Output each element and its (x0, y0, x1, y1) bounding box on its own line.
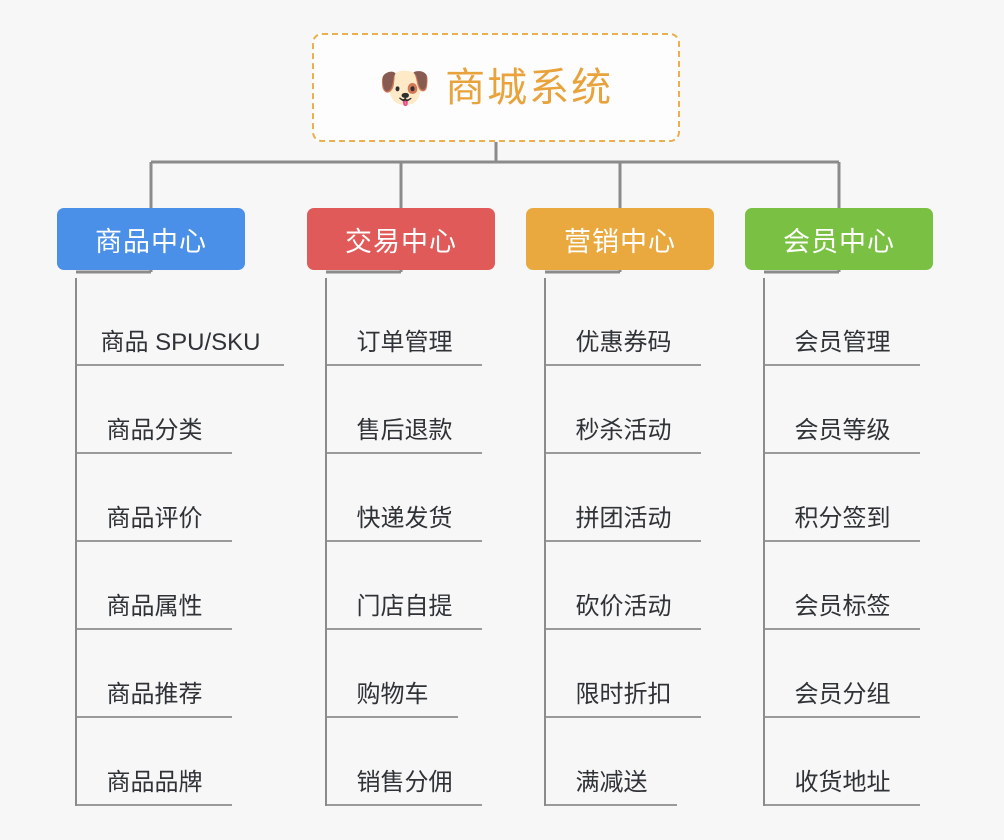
leaf-item[interactable]: 订单管理 (327, 278, 482, 366)
leaf-item[interactable]: 满减送 (546, 718, 677, 806)
leaf-item-label: 销售分佣 (356, 769, 453, 796)
leaf-item-label: 购物车 (356, 681, 429, 708)
leaf-rail (75, 278, 77, 806)
category-header-trade-center[interactable]: 交易中心 (307, 208, 495, 270)
category-header-label: 营销中心 (564, 226, 676, 257)
root-node[interactable]: 🐶 商城系统 (312, 33, 680, 142)
dog-face-icon: 🐶 (378, 62, 432, 112)
leaf-item-label: 快递发货 (356, 505, 453, 532)
leaf-item-label: 限时折扣 (575, 681, 672, 708)
leaf-item[interactable]: 售后退款 (327, 366, 482, 454)
leaf-item-label: 会员管理 (794, 329, 891, 356)
leaf-item-label: 秒杀活动 (575, 417, 672, 444)
leaf-item[interactable]: 商品品牌 (77, 718, 232, 806)
leaf-item[interactable]: 销售分佣 (327, 718, 482, 806)
leaf-item[interactable]: 购物车 (327, 630, 458, 718)
leaf-item[interactable]: 收货地址 (765, 718, 920, 806)
leaf-item-label: 商品评价 (106, 505, 203, 532)
category-header-label: 交易中心 (345, 226, 457, 257)
leaf-item-label: 商品品牌 (106, 769, 203, 796)
leaf-item[interactable]: 会员管理 (765, 278, 920, 366)
leaf-rail (325, 278, 327, 806)
leaf-item-label: 商品推荐 (106, 681, 203, 708)
leaf-item-label: 商品属性 (106, 593, 203, 620)
leaf-item-label: 商品分类 (106, 417, 203, 444)
leaf-item-label: 拼团活动 (575, 505, 672, 532)
leaf-rail (544, 278, 546, 806)
leaf-item[interactable]: 门店自提 (327, 542, 482, 630)
leaf-item-label: 商品 SPU/SKU (100, 329, 261, 356)
leaf-item[interactable]: 商品 SPU/SKU (77, 278, 284, 366)
category-header-product-center[interactable]: 商品中心 (57, 208, 245, 270)
category-header-label: 会员中心 (783, 226, 895, 257)
leaf-item[interactable]: 拼团活动 (546, 454, 701, 542)
leaf-item[interactable]: 商品属性 (77, 542, 232, 630)
leaf-item[interactable]: 商品分类 (77, 366, 232, 454)
leaf-item[interactable]: 会员等级 (765, 366, 920, 454)
leaf-item-label: 会员分组 (794, 681, 891, 708)
leaf-item-label: 优惠券码 (575, 329, 672, 356)
leaf-item[interactable]: 限时折扣 (546, 630, 701, 718)
leaf-item[interactable]: 会员分组 (765, 630, 920, 718)
leaf-item[interactable]: 快递发货 (327, 454, 482, 542)
leaf-item-label: 收货地址 (794, 769, 891, 796)
leaf-item-label: 砍价活动 (575, 593, 672, 620)
leaf-item-label: 会员等级 (794, 417, 891, 444)
leaf-item-label: 积分签到 (794, 505, 891, 532)
leaf-item[interactable]: 商品评价 (77, 454, 232, 542)
leaf-rail (763, 278, 765, 806)
leaf-item[interactable]: 商品推荐 (77, 630, 232, 718)
leaf-item[interactable]: 优惠券码 (546, 278, 701, 366)
leaf-item-label: 会员标签 (794, 593, 891, 620)
category-header-member-center[interactable]: 会员中心 (745, 208, 933, 270)
leaf-item-label: 售后退款 (356, 417, 453, 444)
leaf-item-label: 订单管理 (356, 329, 453, 356)
leaf-item-label: 满减送 (575, 769, 648, 796)
leaf-item-label: 门店自提 (356, 593, 453, 620)
leaf-item[interactable]: 砍价活动 (546, 542, 701, 630)
leaf-item[interactable]: 秒杀活动 (546, 366, 701, 454)
leaf-item[interactable]: 会员标签 (765, 542, 920, 630)
category-header-marketing-center[interactable]: 营销中心 (526, 208, 714, 270)
root-node-label: 商城系统 (445, 65, 614, 110)
leaf-item[interactable]: 积分签到 (765, 454, 920, 542)
category-header-label: 商品中心 (95, 226, 207, 257)
